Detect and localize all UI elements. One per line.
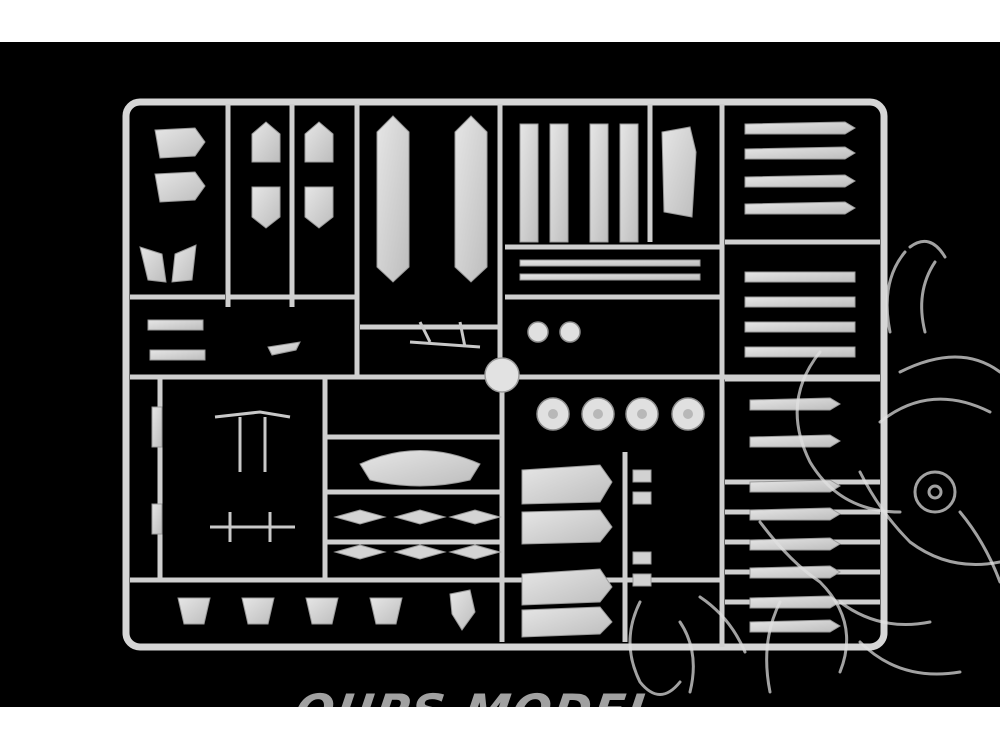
left-column-parts — [139, 127, 206, 535]
sprue-gate — [484, 357, 520, 393]
missiles-lower — [749, 397, 841, 633]
sprue-photo: OUPS MODEL — [0, 42, 1000, 707]
fuselage-halves — [376, 115, 488, 283]
wheels — [527, 321, 705, 431]
small-blocks — [632, 469, 652, 587]
cartoon-creature-watermark-icon — [628, 239, 1000, 696]
canopy-part — [359, 450, 481, 487]
bottom-fins — [177, 589, 476, 631]
landing-gear — [210, 321, 481, 542]
sprue-drawing — [122, 98, 1000, 696]
long-panels — [519, 123, 701, 281]
pylon-rows — [333, 509, 502, 560]
missiles-upper — [744, 121, 856, 358]
sprue-frame — [122, 98, 888, 651]
column-two-parts — [251, 121, 334, 356]
watermark-brand-text: OUPS MODEL — [291, 684, 662, 707]
wheel-hubs — [548, 409, 693, 419]
flap-panels — [521, 464, 613, 638]
